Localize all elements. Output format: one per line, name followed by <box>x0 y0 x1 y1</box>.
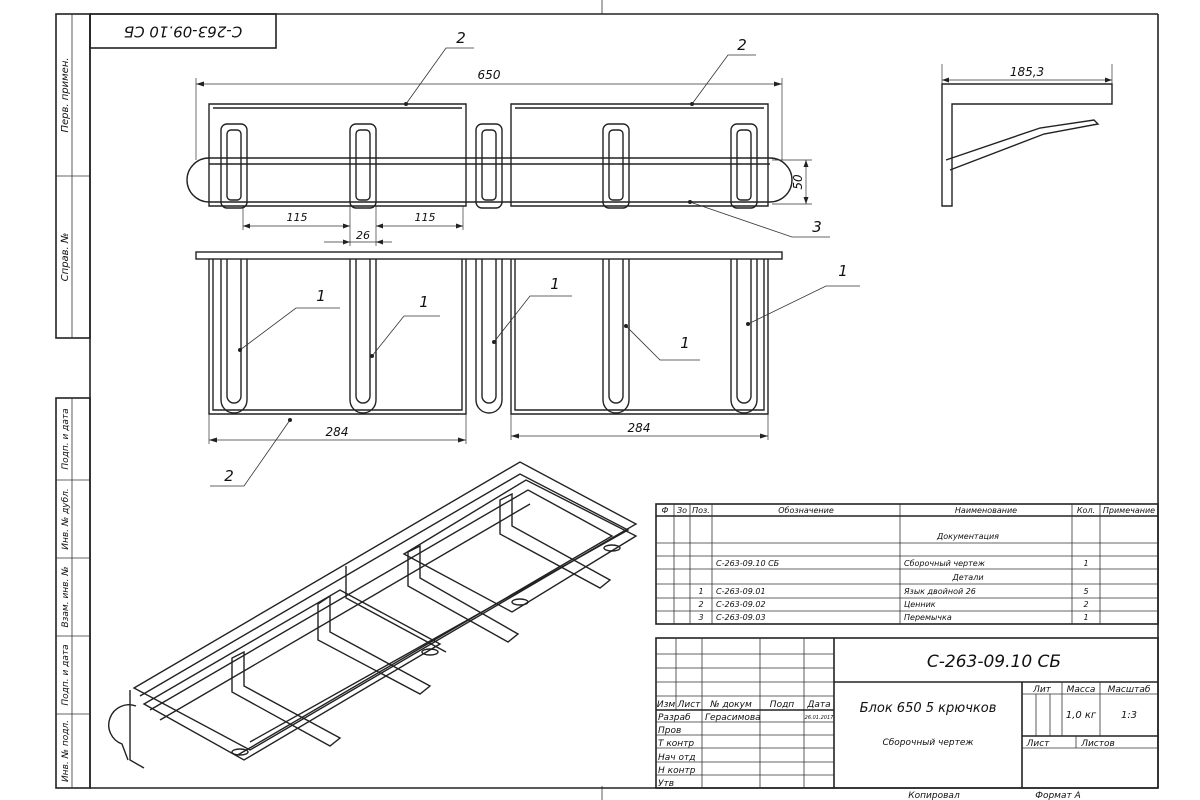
spec-row-code: С-263-09.03 <box>716 613 766 622</box>
callout-1-e: 1 <box>838 262 848 280</box>
top-view: 284 284 1 1 1 1 1 2 <box>195 251 860 487</box>
front-view: 650 50 115 115 26 2 2 3 <box>186 29 830 246</box>
callout-2-top-left: 2 <box>456 29 466 47</box>
title-designation: С-263-09.10 СБ <box>927 652 1061 672</box>
spec-row-pos: 3 <box>698 613 703 622</box>
isometric-view <box>108 461 638 769</box>
footer-copied: Копировал <box>908 791 960 800</box>
strip-label-inv-podl: Инв. № подл. <box>61 720 71 782</box>
spec-head-f: Ф <box>662 506 669 515</box>
title-scale-label: Масштаб <box>1108 685 1151 695</box>
dim-depth-label: 185,3 <box>1010 65 1044 79</box>
top-hooks <box>220 259 758 414</box>
spec-row-qty: 1 <box>1083 613 1088 622</box>
spec-head-qty: Кол. <box>1077 506 1095 515</box>
title-razrab-name: Герасимова <box>705 713 761 723</box>
callout-2-bottom: 2 <box>224 467 234 485</box>
title-nkontr: Н контр <box>658 766 696 776</box>
code-stamp-text: С-263-09.10 СБ <box>124 23 242 41</box>
strip-label-sprav: Справ. № <box>60 233 71 282</box>
spec-row-code: С-263-09.01 <box>716 587 766 596</box>
spec-head-code: Обозначение <box>778 506 834 515</box>
strip-label-vzam: Взам. инв. № <box>61 566 71 627</box>
spec-row-pos: 1 <box>698 587 703 596</box>
title-razrab: Разраб <box>658 713 691 723</box>
callout-1-c: 1 <box>550 275 560 293</box>
title-razrab-date: 26.01.2017 <box>805 715 834 721</box>
callout-1-a: 1 <box>316 287 326 305</box>
callout-1-b: 1 <box>419 293 429 311</box>
spec-row-code: С-263-09.10 СБ <box>716 559 780 568</box>
spec-row-name: Перемычка <box>904 613 952 622</box>
footer-format: Формат А <box>1035 791 1081 800</box>
title-col-doc: № докум <box>709 700 752 710</box>
callout-2-top-right: 2 <box>737 36 747 54</box>
spec-head-zo: Зо <box>677 506 687 515</box>
strip-label-perv: Перв. примен. <box>60 57 71 132</box>
spec-row-pos: 2 <box>698 600 703 609</box>
title-mass: 1,0 кг <box>1066 710 1097 721</box>
spec-table: Ф Зо Поз. Обозначение Наименование Кол. … <box>655 503 1159 625</box>
spec-row-name: Ценник <box>904 600 936 609</box>
strip-label-inv-dubl: Инв. № дубл. <box>61 488 71 550</box>
dim-pitch-right-label: 115 <box>415 211 436 224</box>
title-block: С-263-09.10 СБ Блок 650 5 крючков Сбороч… <box>655 637 1159 789</box>
dim-total-label: 650 <box>478 68 501 82</box>
dim-width-right-label: 284 <box>628 421 651 435</box>
front-hooks <box>220 123 758 209</box>
title-scale: 1:3 <box>1121 710 1137 721</box>
title-utv: Утв <box>658 779 674 789</box>
spec-row-qty: 5 <box>1083 587 1088 596</box>
strip-label-podp2: Подп. и дата <box>61 644 71 705</box>
title-nach: Нач отд <box>658 753 695 763</box>
title-tkontr: Т контр <box>658 739 694 749</box>
side-strip: Перв. примен. Справ. № Подп. и дата Инв.… <box>55 13 91 789</box>
spec-row-name: Сборочный чертеж <box>904 559 986 568</box>
callout-1-d: 1 <box>680 334 690 352</box>
dim-pitch-left-label: 115 <box>287 211 308 224</box>
title-sheet-label: Лист <box>1026 739 1051 749</box>
spec-section-docs: Документация <box>936 532 999 541</box>
callout-3-bar: 3 <box>812 218 822 236</box>
title-prov: Пров <box>658 726 681 736</box>
spec-row-name: Язык двойной 26 <box>903 587 976 596</box>
title-col-izm: Изм <box>657 700 676 710</box>
spec-row-code: С-263-09.02 <box>716 600 766 609</box>
spec-head-name: Наименование <box>955 506 1017 515</box>
dim-width-left-label: 284 <box>326 425 349 439</box>
title-lit-label: Лит <box>1032 685 1052 695</box>
spec-row-qty: 1 <box>1083 559 1088 568</box>
title-name: Блок 650 5 крючков <box>860 701 997 716</box>
dim-height-label: 50 <box>791 174 805 190</box>
side-view: 185,3 <box>941 64 1113 207</box>
spec-head-note: Примечание <box>1103 506 1155 515</box>
strip-label-podp1: Подп. и дата <box>61 408 71 469</box>
title-doc-type: Сборочный чертеж <box>882 738 974 748</box>
title-col-date: Дата <box>806 700 830 710</box>
spec-row-qty: 2 <box>1083 600 1088 609</box>
spec-section-parts: Детали <box>951 573 983 582</box>
title-col-sign: Подп <box>770 700 794 710</box>
title-mass-label: Масса <box>1067 685 1096 695</box>
title-sheets-label: Листов <box>1080 739 1115 749</box>
title-col-list: Лист <box>677 700 702 710</box>
dim-gap-label: 26 <box>356 229 370 242</box>
spec-head-pos: Поз. <box>692 506 710 515</box>
code-stamp: С-263-09.10 СБ <box>89 13 277 49</box>
